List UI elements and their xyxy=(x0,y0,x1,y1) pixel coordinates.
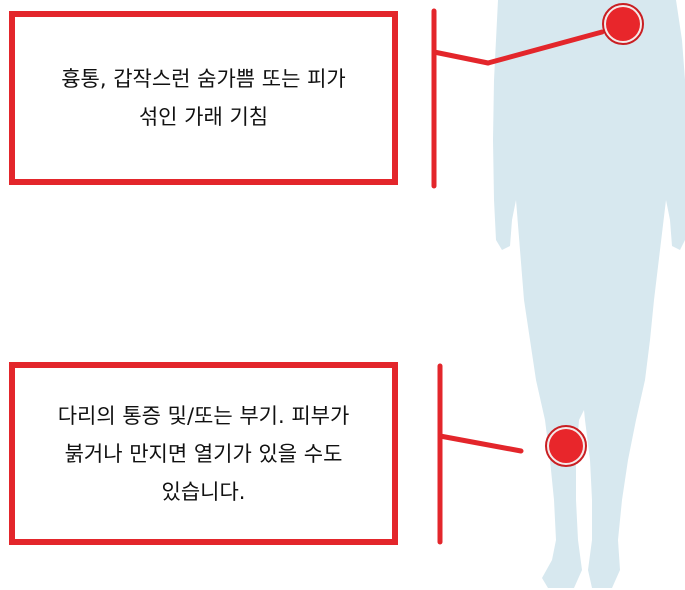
connector-leg xyxy=(437,363,524,545)
callout-box-chest-symptoms: 흉통, 갑작스런 숨가쁨 또는 피가 섞인 가래 기침 xyxy=(9,11,398,185)
callout-box-leg-symptoms: 다리의 통증 및/또는 부기. 피부가 붉거나 만지면 열기가 있을 수도 있습… xyxy=(9,362,398,545)
red-dot-marker-icon xyxy=(545,425,587,467)
connector-chest-segment-a xyxy=(431,49,491,66)
red-dot-marker-icon xyxy=(602,3,644,45)
callout-text-leg-symptoms: 다리의 통증 및/또는 부기. 피부가 붉거나 만지면 열기가 있을 수도 있습… xyxy=(57,403,350,504)
callout-text-chest-symptoms: 흉통, 갑작스런 숨가쁨 또는 피가 섞인 가래 기침 xyxy=(61,67,346,129)
connector-chest xyxy=(431,8,605,189)
chest-marker xyxy=(606,7,640,41)
connector-leg-segment xyxy=(437,433,524,454)
connector-chest-segment-b xyxy=(485,29,605,66)
knee-marker xyxy=(549,429,583,463)
human-silhouette-icon xyxy=(493,0,685,588)
